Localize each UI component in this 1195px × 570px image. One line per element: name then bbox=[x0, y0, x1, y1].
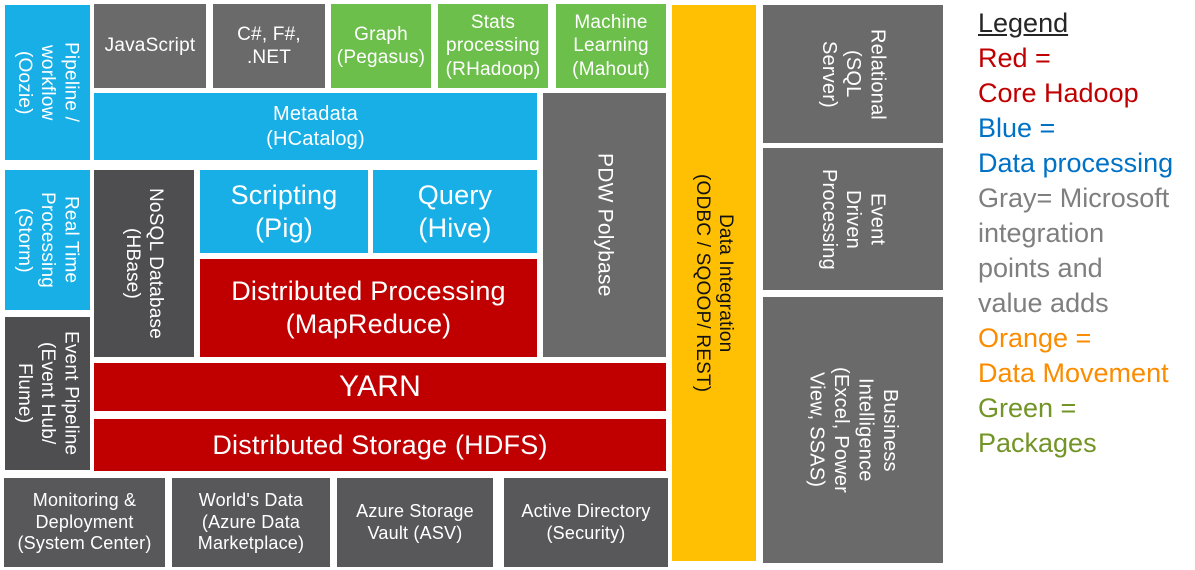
box-query-hive: Query(Hive) bbox=[373, 170, 537, 253]
box-data-integration: Data Integration(ODBC / SQOOP/ REST) bbox=[672, 5, 756, 561]
legend-title: Legend bbox=[978, 8, 1069, 38]
box-distributed-storage-hdfs: Distributed Storage (HDFS) bbox=[94, 419, 666, 471]
box-active-directory-security: Active Directory(Security) bbox=[504, 478, 668, 567]
box-event-pipeline-flume: Event Pipeline(Event Hub/Flume) bbox=[5, 317, 90, 470]
legend-entry-orange: Orange =Data Movement bbox=[978, 323, 1169, 388]
box-pdw-polybase: PDW Polybase bbox=[543, 93, 666, 357]
box-yarn: YARN bbox=[94, 363, 666, 411]
box-javascript: JavaScript bbox=[94, 4, 206, 88]
box-monitoring-deployment: Monitoring &Deployment(System Center) bbox=[4, 478, 165, 567]
box-metadata-hcatalog: Metadata(HCatalog) bbox=[94, 93, 537, 160]
legend: Legend Red =Core Hadoop Blue =Data proce… bbox=[978, 6, 1190, 461]
box-scripting-pig: Scripting(Pig) bbox=[200, 170, 368, 253]
box-csharp-fsharp-dotnet: C#, F#,.NET bbox=[213, 4, 325, 88]
legend-entry-green: Green =Packages bbox=[978, 393, 1097, 458]
legend-entry-red: Red =Core Hadoop bbox=[978, 43, 1139, 108]
legend-entry-blue: Blue =Data processing bbox=[978, 113, 1174, 178]
box-nosql-database-hbase: NoSQL Database(HBase) bbox=[94, 170, 194, 357]
box-pipeline-workflow-oozie: Pipeline /workflow(Oozie) bbox=[5, 5, 90, 160]
box-graph-pegasus: Graph(Pegasus) bbox=[331, 4, 431, 88]
box-distributed-processing-mapreduce: Distributed Processing(MapReduce) bbox=[200, 259, 537, 357]
